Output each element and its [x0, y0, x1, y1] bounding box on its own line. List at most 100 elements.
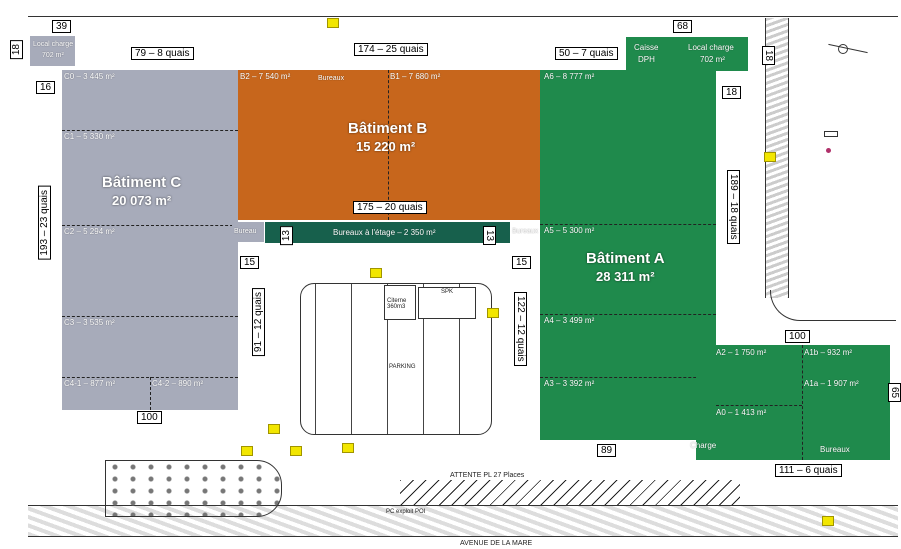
dim-18-lower: 18 — [722, 86, 742, 99]
caisse-label: Caisse — [634, 43, 659, 52]
batiment-a-area: 28 311 m² — [596, 269, 655, 284]
divider — [540, 314, 716, 315]
batiment-a-extension[interactable]: A2 – 1 750 m² A1b – 932 m² A1a – 1 907 m… — [690, 345, 890, 460]
local-charge-a-area: 702 m² — [700, 55, 725, 64]
batiment-c[interactable]: C0 – 3 445 m² C1 – 5 330 m² Bâtiment C 2… — [62, 70, 238, 410]
cell-c3: C3 – 3 535 m² — [64, 318, 115, 327]
avenue-label: AVENUE DE LA MARE — [460, 540, 533, 547]
cell-a1b: A1b – 932 m² — [804, 348, 853, 357]
dim-18-left: 18 — [10, 40, 23, 60]
cell-a6: A6 – 8 777 m² — [544, 72, 595, 81]
direction-arrow-icon — [342, 443, 354, 453]
dph-label: DPH — [638, 55, 655, 64]
batiment-a-title: Bâtiment A — [586, 250, 665, 267]
direction-arrow-icon — [241, 446, 253, 456]
dim-18-right: 18 — [762, 46, 775, 66]
cell-c4-1: C4-1 – 877 m² — [64, 379, 116, 388]
batiment-c-title: Bâtiment C — [102, 174, 182, 191]
dim-79-quais: 79 – 8 quais — [131, 47, 194, 60]
local-charge-c-area: 702 m² — [42, 52, 64, 59]
cell-c4-2: C4-2 – 890 m² — [152, 379, 204, 388]
direction-arrow-icon — [822, 516, 834, 526]
legend-box-icon — [824, 131, 838, 137]
dim-16: 16 — [36, 81, 56, 94]
sprinkler-room: SPK — [418, 287, 476, 319]
divider — [802, 345, 803, 460]
batiment-b-title: Bâtiment B — [348, 120, 428, 137]
cell-c1: C1 – 5 330 m² — [64, 132, 115, 141]
dim-68: 68 — [673, 20, 693, 33]
dim-15-left: 15 — [240, 256, 260, 269]
bureaux-etage[interactable]: Bureaux à l'étage – 2 350 m² — [265, 222, 510, 243]
sprinkler-label: SPK — [441, 289, 454, 295]
cell-a2: A2 – 1 750 m² — [716, 348, 767, 357]
divider — [540, 224, 716, 225]
dim-193-quais: 193 – 23 quais — [38, 186, 51, 260]
dim-89: 89 — [597, 444, 617, 457]
divider — [62, 225, 238, 226]
bureaux-b-label: Bureaux — [318, 75, 345, 82]
direction-arrow-icon — [764, 152, 776, 162]
batiment-a-annex[interactable]: Caisse DPH Local charge 702 m² — [626, 37, 748, 71]
local-charge-c-label: Local charge — [33, 41, 74, 48]
dim-15-right: 15 — [512, 256, 532, 269]
cell-a1a: A1a – 1 907 m² — [804, 379, 859, 388]
compass-icon — [828, 43, 868, 54]
cell-a5: A5 – 5 300 m² — [544, 226, 595, 235]
cell-a0: A0 – 1 413 m² — [716, 408, 767, 417]
pc-exploit-label: PC exploit POI — [386, 509, 426, 515]
cell-c0: C0 – 3 445 m² — [64, 72, 115, 81]
dim-13-left: 13 — [280, 226, 293, 246]
dim-65: 65 — [888, 383, 901, 403]
compass-circle-icon — [838, 44, 848, 54]
cell-b2: B2 – 7 540 m² — [240, 72, 291, 81]
dim-174-quais: 174 – 25 quais — [354, 43, 428, 56]
dim-100-left: 100 — [137, 411, 162, 424]
dim-100-right: 100 — [785, 330, 810, 343]
direction-arrow-icon — [487, 308, 499, 318]
bureaux-a-bottom-label: Bureaux — [820, 445, 850, 454]
divider — [540, 377, 716, 378]
divider — [62, 130, 238, 131]
attente-label: ATTENTE PL 27 Places — [450, 472, 525, 479]
divider — [150, 377, 151, 410]
parking-label: PARKING — [389, 364, 416, 370]
divider — [62, 316, 238, 317]
dim-122-quais: 122 – 12 quais — [514, 292, 527, 366]
bureaux-etage-label: Bureaux à l'étage – 2 350 m² — [333, 228, 436, 237]
legend-dot-icon — [826, 148, 831, 153]
direction-arrow-icon — [327, 18, 339, 28]
truck-waiting-area — [400, 480, 740, 505]
dim-13-right: 13 — [483, 226, 496, 246]
right-road-curve — [770, 290, 896, 321]
dim-39: 39 — [52, 20, 72, 33]
dim-189-quais: 189 – 18 quais — [727, 170, 740, 244]
landscape-area-left — [105, 460, 282, 517]
cell-b1: B1 – 7 680 m² — [390, 72, 441, 81]
local-charge-a-label: Local charge — [688, 43, 734, 52]
cell-c2: C2 – 5 294 m² — [64, 227, 115, 236]
dim-91-quais: 91 – 12 quais — [252, 288, 265, 357]
local-charge-c[interactable]: Local charge 702 m² — [30, 36, 75, 66]
cell-a3: A3 – 3 392 m² — [544, 379, 595, 388]
charge-label: Charge — [690, 441, 717, 450]
dim-111-quais: 111 – 6 quais — [775, 464, 842, 477]
batiment-c-area: 20 073 m² — [112, 193, 172, 208]
divider — [388, 70, 389, 220]
bureau-c-label: Bureau — [234, 228, 257, 235]
bureaux-a-label: Bureaux — [512, 228, 539, 235]
dim-50-quais: 50 – 7 quais — [555, 47, 618, 60]
citerne: Citerne 360m3 — [384, 285, 416, 320]
batiment-b[interactable]: B2 – 7 540 m² Bureaux B1 – 7 680 m² Bâti… — [238, 70, 540, 220]
batiment-b-area: 15 220 m² — [356, 139, 416, 154]
direction-arrow-icon — [370, 268, 382, 278]
direction-arrow-icon — [290, 446, 302, 456]
bureau-c: Bureau — [232, 222, 264, 242]
top-road-line — [28, 16, 898, 17]
direction-arrow-icon — [268, 424, 280, 434]
dim-175-quais: 175 – 20 quais — [353, 201, 427, 214]
batiment-a[interactable]: A6 – 8 777 m² A5 – 5 300 m² Bâtiment A 2… — [540, 70, 716, 440]
divider — [716, 405, 802, 406]
cell-a4: A4 – 3 499 m² — [544, 316, 595, 325]
citerne-label: Citerne 360m3 — [387, 298, 407, 310]
